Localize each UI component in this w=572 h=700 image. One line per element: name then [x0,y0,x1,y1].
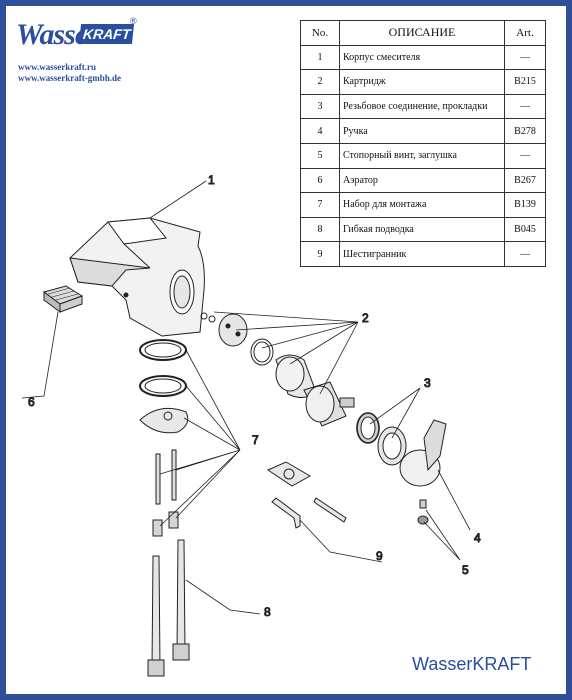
wasserkraft-logo: Wasser KRAFT ® [16,14,137,58]
row-article: — [504,142,546,169]
brand-footer: WasserKRAFT [412,654,532,674]
callout-9: 9 [376,549,383,563]
threaded-connection [356,412,407,466]
row-article: — [504,241,546,267]
callout-4: 4 [474,531,481,545]
handle [399,419,447,487]
mounting-kit [139,339,312,537]
row-no: 4 [300,118,340,144]
row-description: Картридж [339,69,505,95]
website-link-ru[interactable]: www.wasserkraft.ru [18,62,96,72]
cartridge-parts [200,312,355,427]
set-screw-plug [417,499,429,525]
website-link-de[interactable]: www.wasserkraft-gmbh.de [18,73,121,83]
header-article: Art. [504,20,546,46]
callout-5: 5 [462,563,469,577]
row-description: Гибкая подводка [339,216,505,243]
faucet-body [69,217,205,337]
callout-8: 8 [264,605,271,619]
row-article: B267 [504,167,546,194]
row-no: 2 [300,69,340,95]
leader-lines [21,180,471,615]
callout-7: 7 [252,433,259,447]
header-no: No. [300,20,340,46]
row-article: B045 [504,216,546,243]
callout-1: 1 [208,173,215,187]
row-article: — [504,44,546,71]
website-links: www.wasserkraft.ru www.wasserkraft-gmbh.… [18,62,121,84]
logo-registered-mark: ® [130,16,137,26]
flexible-hoses [147,539,190,677]
callout-6: 6 [28,395,35,409]
callout-3: 3 [424,376,431,390]
row-description: Резьбовое соединение, прокладки [339,93,505,120]
callout-2: 2 [362,311,369,325]
row-article: B215 [504,69,546,95]
row-no: 1 [300,44,340,71]
row-no: 9 [300,241,340,267]
aerator [42,285,84,313]
hex-keys [271,497,347,529]
